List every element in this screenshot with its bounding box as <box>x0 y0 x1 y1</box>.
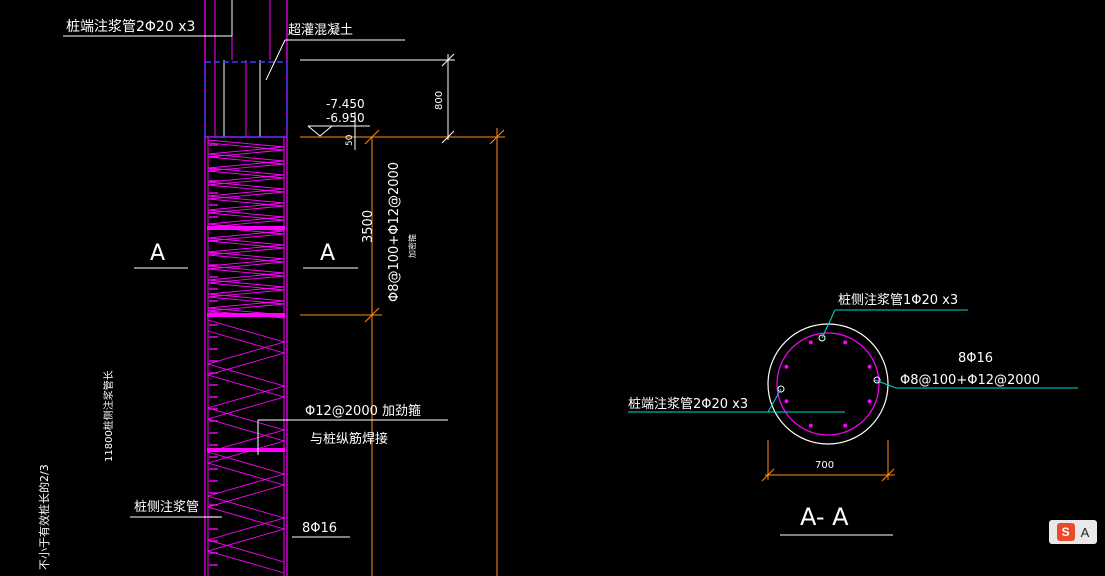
rebar-dot <box>867 399 872 404</box>
stirrup-zigzag <box>206 139 286 574</box>
label-sec-stirrup: Φ8@100+Φ12@2000 <box>900 373 1040 388</box>
rebar-dot <box>867 364 872 369</box>
stirrup-spiral <box>207 142 285 319</box>
stiffener-bars <box>207 226 285 452</box>
rebar-dot <box>843 423 848 428</box>
label-section-left: A <box>150 241 165 266</box>
label-top-left-pipe: 桩端注浆管2Φ20 x3 <box>66 18 195 35</box>
label-dim-800: 800 <box>434 91 445 110</box>
rebar-dot <box>808 340 813 345</box>
ime-indicator[interactable]: S A <box>1049 520 1097 544</box>
rebar-dot <box>784 399 789 404</box>
label-dim-50: 50 <box>345 134 355 146</box>
rebar-dot <box>843 340 848 345</box>
label-sec-dim-700: 700 <box>815 460 834 471</box>
label-sec-title: A- A <box>800 503 849 531</box>
stirrup-spiral <box>206 319 286 563</box>
section-aa <box>628 309 1078 536</box>
leader-lines <box>63 0 455 538</box>
label-overpour: 超灌混凝土 <box>288 22 353 38</box>
dimension-lines <box>300 128 505 576</box>
label-sec-long-bar: 8Φ16 <box>958 351 993 366</box>
label-left-vertical-1: 11800桩侧注浆管长 <box>102 370 115 462</box>
label-sec-end-pipe: 桩端注浆管2Φ20 x3 <box>628 397 748 412</box>
label-dim-3500: 3500 <box>361 210 376 243</box>
label-left-vertical-2: 不小于有效桩长的2/3 <box>37 464 51 570</box>
label-sec-side-pipe: 桩侧注浆管1Φ20 x3 <box>838 293 958 308</box>
sogou-logo-icon: S <box>1056 523 1075 541</box>
label-section-right: A <box>320 241 335 266</box>
label-side-pipe: 桩侧注浆管 <box>134 500 199 515</box>
section-rebars <box>784 340 872 428</box>
label-elev1: -7.450 <box>326 97 365 111</box>
rebar-dot <box>808 423 813 428</box>
label-stiffener2: 与桩纵筋焊接 <box>310 431 388 447</box>
section-leaders <box>628 309 1078 413</box>
label-stirrup-vertical: Φ8@100+Φ12@2000 <box>387 162 402 302</box>
label-stirrup-small: 加密箍 <box>407 234 417 258</box>
label-stiffener1: Φ12@2000 加劲箍 <box>305 403 421 419</box>
rebar-dot <box>784 364 789 369</box>
ime-mode-label: A <box>1080 524 1090 540</box>
label-elev2: -6.950 <box>326 111 365 125</box>
label-long-bar: 8Φ16 <box>302 521 337 536</box>
